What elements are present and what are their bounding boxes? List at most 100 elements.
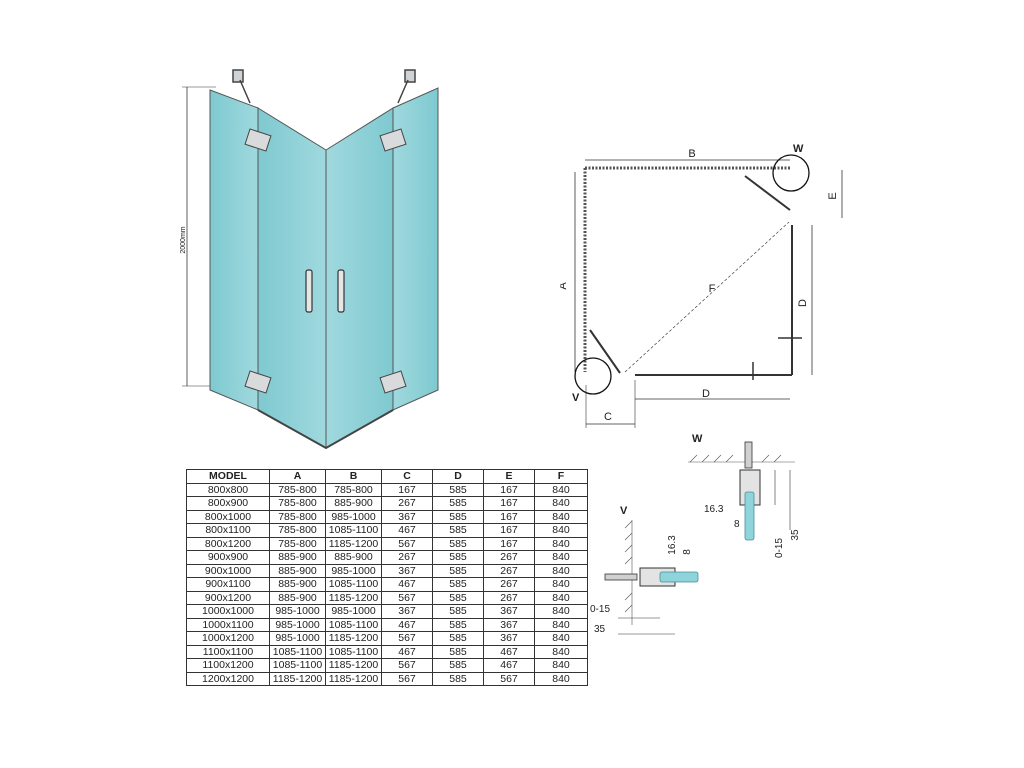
- table-cell: 1085-1100: [269, 644, 326, 659]
- table-cell: 567: [381, 671, 433, 686]
- table-cell: 467: [381, 644, 433, 659]
- table-cell: 840: [534, 631, 588, 646]
- table-cell: 840: [534, 617, 588, 632]
- right-door-handle: [337, 269, 345, 313]
- table-cell: 585: [432, 617, 484, 632]
- table-cell: 840: [534, 604, 588, 619]
- detail-v-title: V: [620, 505, 628, 517]
- table-cell: 1085-1100: [325, 577, 382, 592]
- detail-w-dim: 35: [790, 529, 801, 541]
- table-cell: 840: [534, 590, 588, 605]
- table-cell: 585: [432, 563, 484, 578]
- table-cell: 267: [483, 577, 535, 592]
- table-cell: 885-900: [269, 577, 326, 592]
- model-cell: 1200x1200: [186, 671, 270, 686]
- plan-label-d-bottom: D: [702, 388, 710, 400]
- model-cell: 900x1000: [186, 563, 270, 578]
- table-cell: 267: [483, 563, 535, 578]
- table-cell: 167: [483, 482, 535, 497]
- detail-v: V 16.3 8 0-15 35: [590, 505, 699, 635]
- model-cell: 900x1100: [186, 577, 270, 592]
- table-cell: 840: [534, 550, 588, 565]
- plan-label-c: C: [604, 411, 612, 423]
- column-header: C: [381, 469, 433, 484]
- detail-w-marker: [772, 154, 810, 192]
- table-cell: 985-1000: [269, 617, 326, 632]
- table-cell: 567: [381, 658, 433, 673]
- table-cell: 985-1000: [269, 631, 326, 646]
- table-cell: 167: [483, 536, 535, 551]
- hinge: [244, 128, 272, 152]
- table-cell: 1085-1100: [325, 617, 382, 632]
- plan-view: B A F V W D C D E: [560, 143, 843, 428]
- right-fixed-panel: [392, 87, 439, 411]
- hinge: [379, 370, 407, 394]
- column-header: B: [325, 469, 382, 484]
- table-cell: 585: [432, 658, 484, 673]
- table-cell: 785-800: [269, 523, 326, 538]
- table-cell: 1185-1200: [325, 590, 382, 605]
- height-label: 2000mm: [180, 226, 187, 253]
- table-cell: 985-1000: [325, 563, 382, 578]
- table-cell: 585: [432, 509, 484, 524]
- detail-v-dim: 16.3: [667, 535, 678, 555]
- table-cell: 367: [381, 604, 433, 619]
- model-cell: 900x900: [186, 550, 270, 565]
- detail-v-dim: 0-15: [590, 604, 610, 615]
- table-cell: 885-900: [269, 550, 326, 565]
- table-cell: 367: [483, 617, 535, 632]
- model-cell: 800x800: [186, 482, 270, 497]
- table-cell: 167: [483, 509, 535, 524]
- table-header-row: MODEL A B C D E F: [186, 469, 588, 484]
- detail-v-dim: 8: [682, 549, 693, 555]
- model-cell: 800x1200: [186, 536, 270, 551]
- table-cell: 1085-1100: [269, 658, 326, 673]
- table-cell: 467: [483, 658, 535, 673]
- table-cell: 840: [534, 577, 588, 592]
- table-cell: 585: [432, 482, 484, 497]
- table-cell: 785-800: [269, 496, 326, 511]
- table-cell: 785-800: [325, 482, 382, 497]
- model-cell: 1000x1100: [186, 617, 270, 632]
- model-cell: 1100x1100: [186, 644, 270, 659]
- detail-w-dim: 16.3: [704, 504, 724, 515]
- table-cell: 267: [381, 496, 433, 511]
- table-cell: 585: [432, 550, 484, 565]
- hinge: [379, 128, 407, 152]
- table-cell: 840: [534, 671, 588, 686]
- table-cell: 840: [534, 523, 588, 538]
- table-cell: 840: [534, 658, 588, 673]
- column-header: E: [483, 469, 535, 484]
- table-cell: 585: [432, 590, 484, 605]
- plan-label-f: F: [709, 283, 716, 295]
- table-cell: 885-900: [269, 563, 326, 578]
- table-cell: 1185-1200: [325, 536, 382, 551]
- right-door-panel: [325, 107, 394, 449]
- table-cell: 840: [534, 509, 588, 524]
- model-cell: 800x1000: [186, 509, 270, 524]
- table-cell: 785-800: [269, 536, 326, 551]
- detail-w-dim: 8: [734, 519, 740, 530]
- table-cell: 267: [483, 590, 535, 605]
- table-cell: 267: [483, 550, 535, 565]
- table-cell: 585: [432, 671, 484, 686]
- table-cell: 585: [432, 577, 484, 592]
- detail-v-dim: 35: [594, 624, 606, 635]
- table-cell: 985-1000: [269, 604, 326, 619]
- table-cell: 1185-1200: [325, 658, 382, 673]
- detail-w-dim: 0-15: [774, 538, 785, 558]
- column-header: D: [432, 469, 484, 484]
- table-cell: 785-800: [269, 482, 326, 497]
- plan-label-d-right: D: [797, 299, 809, 307]
- table-cell: 885-900: [269, 590, 326, 605]
